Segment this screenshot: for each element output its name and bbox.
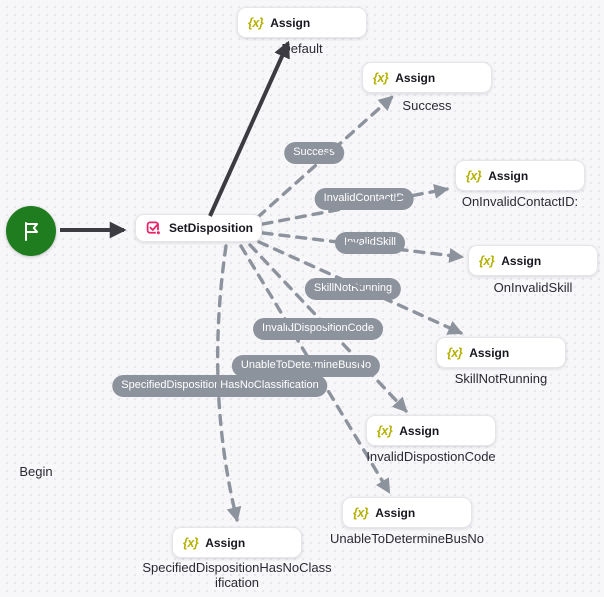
assign-braces-icon: {x} xyxy=(353,505,369,520)
caption-invaliddispostioncode: InvalidDispostionCode xyxy=(366,449,496,464)
node-assign-invaliddispostioncode[interactable]: {x} Assign xyxy=(366,415,496,446)
caption-oninvalidcontactid: OnInvalidContactID: xyxy=(461,194,579,209)
caption-specifieddisposition: SpecifiedDispositionHasNoClassification xyxy=(142,560,332,591)
assign-braces-icon: {x} xyxy=(373,70,389,85)
caption-oninvalidskill: OnInvalidSkill xyxy=(493,280,573,295)
setdisposition-title: SetDisposition xyxy=(169,221,254,235)
flag-icon xyxy=(19,219,43,243)
caption-success: Success xyxy=(402,98,452,113)
assign-braces-icon: {x} xyxy=(183,535,199,550)
node-assign-oninvalidcontactid[interactable]: {x} Assign xyxy=(455,160,585,191)
node-assign-unabletodeterminebusno[interactable]: {x} Assign xyxy=(342,497,472,528)
node-setdisposition[interactable]: SetDisposition xyxy=(135,214,262,242)
node-assign-oninvalidskill[interactable]: {x} Assign xyxy=(468,245,598,276)
begin-label: Begin xyxy=(19,464,53,479)
assign-title: Assign xyxy=(205,535,246,550)
edge-default xyxy=(208,40,290,217)
assign-title: Assign xyxy=(488,168,529,183)
assign-braces-icon: {x} xyxy=(248,15,264,30)
caption-skillnotrunning: SkillNotRunning xyxy=(454,371,548,386)
edge-label-invaliddispositioncode[interactable]: InvalidDispositionCode xyxy=(253,318,383,340)
edge-label-skillnotrunning[interactable]: SkillNotRunning xyxy=(304,278,402,300)
edge-label-invalidskill[interactable]: InvalidSkill xyxy=(335,232,405,254)
node-assign-skillnotrunning[interactable]: {x} Assign xyxy=(436,337,566,368)
assign-title: Assign xyxy=(270,15,311,30)
assign-braces-icon: {x} xyxy=(479,253,495,268)
assign-title: Assign xyxy=(395,70,436,85)
edge-label-invalidcontactid[interactable]: InvalidContactID xyxy=(314,188,414,210)
node-assign-success[interactable]: {x} Assign xyxy=(362,62,492,93)
caption-unabletodeterminebusno: UnableToDetermineBusNo xyxy=(330,531,484,546)
caption-default: Default xyxy=(281,41,323,56)
begin-node[interactable]: Begin xyxy=(6,206,56,479)
edge-label-success[interactable]: Success xyxy=(284,142,344,164)
assign-title: Assign xyxy=(399,423,440,438)
assign-braces-icon: {x} xyxy=(377,423,393,438)
checkbox-check-icon xyxy=(146,220,162,236)
assign-title: Assign xyxy=(501,253,542,268)
edge-label-unabletodeterminebusno[interactable]: UnableToDetermineBusNo xyxy=(231,355,381,377)
node-assign-specifieddisposition[interactable]: {x} Assign xyxy=(172,527,302,558)
edge-label-specifieddisposition[interactable]: SpecifiedDispositionHasNoClassification xyxy=(112,375,328,397)
assign-title: Assign xyxy=(469,345,510,360)
node-assign-default[interactable]: {x} Assign xyxy=(237,7,367,38)
assign-title: Assign xyxy=(375,505,416,520)
assign-braces-icon: {x} xyxy=(466,168,482,183)
assign-braces-icon: {x} xyxy=(447,345,463,360)
